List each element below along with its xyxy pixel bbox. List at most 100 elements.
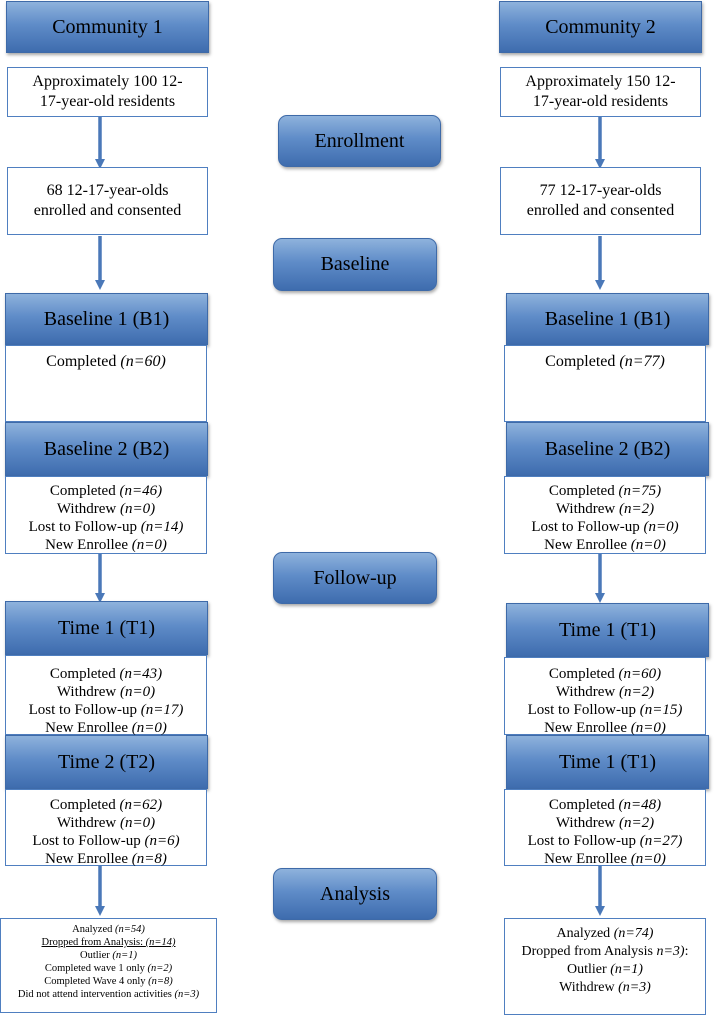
text-left-b2-rows-2-0: Lost to Follow-up: [28, 519, 141, 535]
community-1-enrolled-box: 68 12-17-year-olds enrolled and consente…: [7, 167, 208, 235]
result-line: Completed (n=60): [6, 352, 206, 372]
text-right-analysis-rows-0-0: Outlier: [567, 962, 611, 977]
text-right-analysis-dropped-0: Dropped from Analysis: [521, 944, 657, 959]
result-line: New Enrollee (n=0): [505, 536, 705, 554]
text-left-b1-completed_label: Completed: [46, 353, 121, 370]
text-right-t2-rows-2-1: (n=27): [639, 833, 683, 849]
text-right-t1-rows-2-0: Lost to Follow-up: [527, 702, 640, 718]
stage-analysis: Analysis: [273, 868, 437, 920]
text-left-analysis-dropped-0: Dropped from Analysis:: [41, 937, 146, 948]
result-line: Withdrew (n=0): [6, 500, 206, 518]
result-line: Completed (n=75): [505, 482, 705, 500]
text-left-residents-0: Approximately 100 12-: [32, 73, 183, 90]
text-left-analysis-analyzed-1: (n=54): [115, 924, 145, 935]
text-right-t2-rows-0-0: Completed: [548, 797, 619, 813]
text-right-b2-title: Baseline 2 (B2): [544, 437, 671, 460]
text-right-t2-rows-0-1: (n=48): [618, 797, 662, 813]
community-2-b2-header: Baseline 2 (B2): [506, 422, 709, 476]
text-left-analysis-rows-3-0: Did not attend intervention activities: [17, 989, 175, 1000]
text-left-t2-rows-3-0: New Enrollee: [45, 851, 132, 867]
text-left-b2-rows-0-1: (n=46): [119, 483, 163, 499]
stage-followup: Follow-up: [273, 552, 437, 604]
result-line: Lost to Follow-up (n=0): [505, 518, 705, 536]
text-left-t2-rows-2-0: Lost to Follow-up: [32, 833, 145, 849]
community-2-header: Community 2: [499, 1, 702, 53]
result-line: Completed (n=62): [6, 796, 206, 814]
text-right-t1-rows-0-1: (n=60): [618, 666, 662, 682]
community-1-analysis-box: Analyzed (n=54) Dropped from Analysis: (…: [0, 918, 217, 1013]
text-right-analysis-rows-1-0: Withdrew: [559, 980, 619, 995]
text-right-t2-rows-3-1: (n=0): [630, 851, 666, 867]
community-1-residents-box: Approximately 100 12- 17-year-old reside…: [7, 67, 208, 117]
text-left-t2-rows-2-1: (n=6): [144, 833, 180, 849]
text-left-b2-title: Baseline 2 (B2): [43, 437, 170, 460]
text-left-analysis-rows-0-1: (n=1): [112, 950, 137, 961]
result-line: New Enrollee (n=0): [505, 850, 705, 868]
community-1-b1-results: Completed (n=60): [5, 345, 207, 422]
text-right-t1-title: Time 1 (T1): [558, 618, 657, 641]
community-2-t1-results: Completed (n=60) Withdrew (n=2) Lost to …: [504, 657, 706, 736]
result-line: New Enrollee (n=0): [6, 719, 206, 737]
text-right-b2-rows-3-1: (n=0): [630, 537, 666, 553]
text-left-b2-rows-2-1: (n=14): [140, 519, 184, 535]
text-left-b2-rows-3-0: New Enrollee: [45, 537, 132, 553]
text-right-b2-rows-0-1: (n=75): [618, 483, 662, 499]
text-right-residents-0: Approximately 150 12-: [525, 73, 676, 90]
text-left-analysis-dropped-1: (n=14): [145, 937, 176, 948]
result-line: Withdrew (n=0): [6, 683, 206, 701]
text-right-b1-completed_label: Completed: [545, 353, 620, 370]
stage-baseline: Baseline: [273, 238, 437, 291]
result-line: Lost to Follow-up (n=27): [505, 832, 705, 850]
text-stages-followup: Follow-up: [313, 566, 397, 589]
text-right-b1-title: Baseline 1 (B1): [544, 307, 671, 330]
result-line: Lost to Follow-up (n=17): [6, 701, 206, 719]
text-left-t1-rows-0-0: Completed: [49, 666, 120, 682]
result-line: Analyzed (n=74): [505, 925, 705, 943]
text-right-analysis-analyzed-0: Analyzed: [556, 926, 614, 941]
community-2-b1-header: Baseline 1 (B1): [506, 293, 709, 345]
text-right-analysis-dropped-2: :: [684, 944, 689, 959]
community-2-t2-header: Time 1 (T1): [506, 735, 709, 789]
text-right-t1-rows-3-1: (n=0): [630, 720, 666, 736]
result-line: New Enrollee (n=8): [6, 850, 206, 868]
text-left-analysis-rows-0-0: Outlier: [80, 950, 113, 961]
text-right-enrolled-0: 77 12-17-year-olds: [539, 182, 662, 199]
result-line: New Enrollee (n=0): [6, 536, 206, 554]
community-2-t2-results: Completed (n=48) Withdrew (n=2) Lost to …: [504, 789, 706, 868]
result-line: Lost to Follow-up (n=15): [505, 701, 705, 719]
text-left-t2-rows-1-0: Withdrew: [56, 815, 120, 831]
text-left-enrolled-0: 68 12-17-year-olds: [46, 182, 169, 199]
text-right-analysis-rows-1-1: (n=3): [618, 980, 651, 995]
result-line: Completed (n=48): [505, 796, 705, 814]
result-line: Withdrew (n=3): [505, 979, 705, 997]
text-right-analysis-rows-0-1: (n=1): [610, 962, 643, 977]
text-left-t2-title: Time 2 (T2): [57, 750, 156, 773]
text-right-t1-rows-0-0: Completed: [548, 666, 619, 682]
text-right-b2-rows-2-1: (n=0): [643, 519, 679, 535]
text-left-analysis-analyzed-0: Analyzed: [72, 924, 115, 935]
text-left-t1-rows-0-1: (n=43): [119, 666, 163, 682]
result-line: Analyzed (n=54): [1, 923, 216, 936]
text-right-b2-rows-1-1: (n=2): [619, 501, 655, 517]
result-line: Completed (n=43): [6, 665, 206, 683]
result-line: Dropped from Analysis: (n=14): [1, 936, 216, 949]
text-left-enrolled-1: enrolled and consented: [33, 202, 182, 219]
result-line: Withdrew (n=2): [505, 814, 705, 832]
result-line: Lost to Follow-up (n=6): [6, 832, 206, 850]
community-2-enrolled-box: 77 12-17-year-olds enrolled and consente…: [500, 167, 701, 235]
text-right-t1-rows-2-1: (n=15): [639, 702, 683, 718]
text-right-b2-rows-3-0: New Enrollee: [544, 537, 631, 553]
text-left-analysis-rows-1-1: (n=2): [147, 963, 173, 974]
text-left-b2-rows-3-1: (n=0): [131, 537, 167, 553]
community-2-analysis-box: Analyzed (n=74) Dropped from Analysis n=…: [504, 918, 706, 1015]
text-left-analysis-rows-2-1: (n=8): [148, 976, 173, 987]
text-left-analysis-rows-3-1: (n=3): [174, 989, 200, 1000]
text-right-community: Community 2: [545, 15, 656, 38]
text-left-b2-rows-0-0: Completed: [49, 483, 120, 499]
text-right-t2-rows-1-0: Withdrew: [555, 815, 619, 831]
text-stages-enrollment: Enrollment: [314, 129, 405, 152]
text-left-t1-rows-1-0: Withdrew: [56, 684, 120, 700]
text-stages-baseline: Baseline: [320, 253, 390, 275]
text-left-analysis-rows-1-0: Completed wave 1 only: [44, 963, 148, 974]
community-1-b2-header: Baseline 2 (B2): [5, 422, 208, 476]
